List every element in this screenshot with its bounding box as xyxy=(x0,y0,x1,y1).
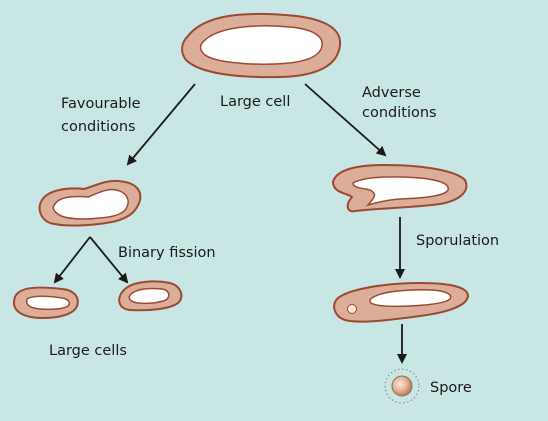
arrows xyxy=(53,83,407,364)
favourable-cell xyxy=(38,179,142,227)
label-adverse-2: conditions xyxy=(362,105,437,121)
label-large-cell: Large cell xyxy=(220,94,290,110)
label-spore: Spore xyxy=(430,380,472,396)
sporulating-cell xyxy=(333,281,470,323)
arrow-favourable xyxy=(126,83,196,166)
spore xyxy=(384,368,420,404)
adverse-cell xyxy=(331,163,468,213)
label-binary-fission: Binary fission xyxy=(118,245,216,261)
daughter-cell-right xyxy=(118,280,183,312)
label-sporulation: Sporulation xyxy=(416,233,499,249)
arrow-fission-left xyxy=(53,236,91,284)
forespore xyxy=(347,304,357,314)
daughter-cell-left xyxy=(12,286,79,320)
arrow-fission-right xyxy=(89,236,129,284)
label-adverse-1: Adverse xyxy=(362,85,421,101)
label-favourable-1: Favourable xyxy=(61,96,141,112)
arrow-adverse xyxy=(304,83,387,157)
label-large-cells: Large cells xyxy=(49,343,127,359)
label-favourable-2: conditions xyxy=(61,119,136,135)
large-cell xyxy=(181,12,342,79)
